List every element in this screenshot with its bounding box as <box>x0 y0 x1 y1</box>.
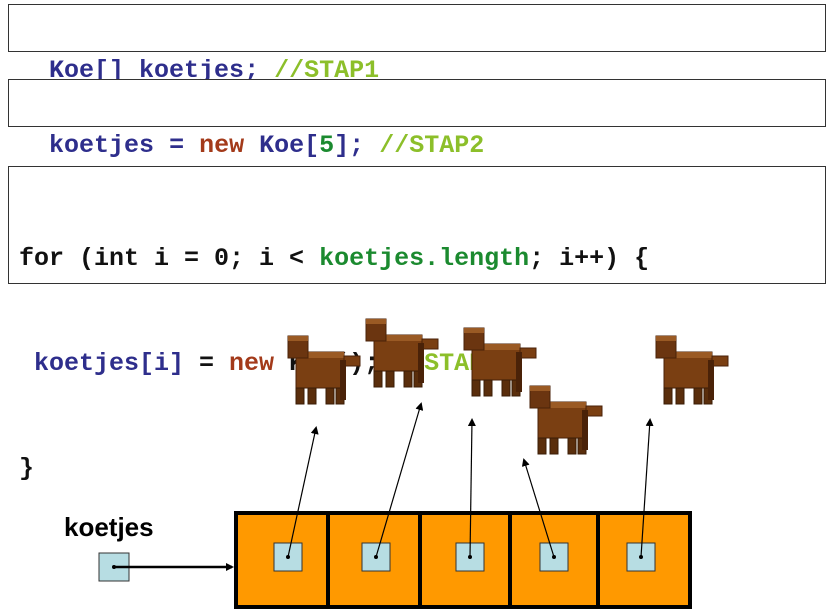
cow-icon-3 <box>463 327 537 397</box>
code-for-end: ; i++) { <box>529 244 650 273</box>
code-line-1: for (int i = 0; i < koetjes.length; i++)… <box>19 241 825 276</box>
cow-icon-4 <box>529 385 603 455</box>
code-close: ]; <box>334 131 365 160</box>
code-element: koetjes[i] <box>19 349 185 378</box>
ref-dot-3 <box>552 555 556 559</box>
arrow-ref-3 <box>521 458 555 558</box>
code-variable: koetjes <box>49 131 155 160</box>
code-box-step2: koetjes = new Koe[5]; //STAP2 <box>8 79 826 160</box>
cow-icon-2 <box>365 318 439 388</box>
arrow-ref-0 <box>287 426 319 558</box>
code-equals: = <box>169 131 185 160</box>
code-for-start: for (int i = 0; i < <box>19 244 320 273</box>
arrow-ref-2 <box>467 418 476 558</box>
code-comment: //STAP2 <box>379 131 485 160</box>
code-line-3: } <box>19 451 825 486</box>
code-new-keyword: new <box>199 131 245 160</box>
code-box-step3: for (int i = 0; i < koetjes.length; i++)… <box>8 166 826 483</box>
code-number: 5 <box>319 131 335 160</box>
variable-label: koetjes <box>64 512 154 542</box>
ref-dot-2 <box>468 555 472 559</box>
ref-dot-4 <box>639 555 643 559</box>
code-equals: = <box>184 349 230 378</box>
arrow-ref-1 <box>375 402 424 558</box>
ref-dot-0 <box>286 555 290 559</box>
ref-dot-1 <box>374 555 378 559</box>
code-semicolon: ; <box>244 56 260 85</box>
cow-icon-5 <box>655 335 729 405</box>
code-length: koetjes.length <box>319 244 530 273</box>
code-line: koetjes = new Koe[5]; //STAP2 <box>49 131 484 160</box>
array-cell-3 <box>508 511 600 609</box>
code-close-brace: } <box>19 454 35 483</box>
code-type: Koe[ <box>259 131 320 160</box>
code-new-keyword: new <box>229 349 275 378</box>
arrow-ref-4 <box>640 418 654 558</box>
cow-icon-1 <box>287 335 361 405</box>
